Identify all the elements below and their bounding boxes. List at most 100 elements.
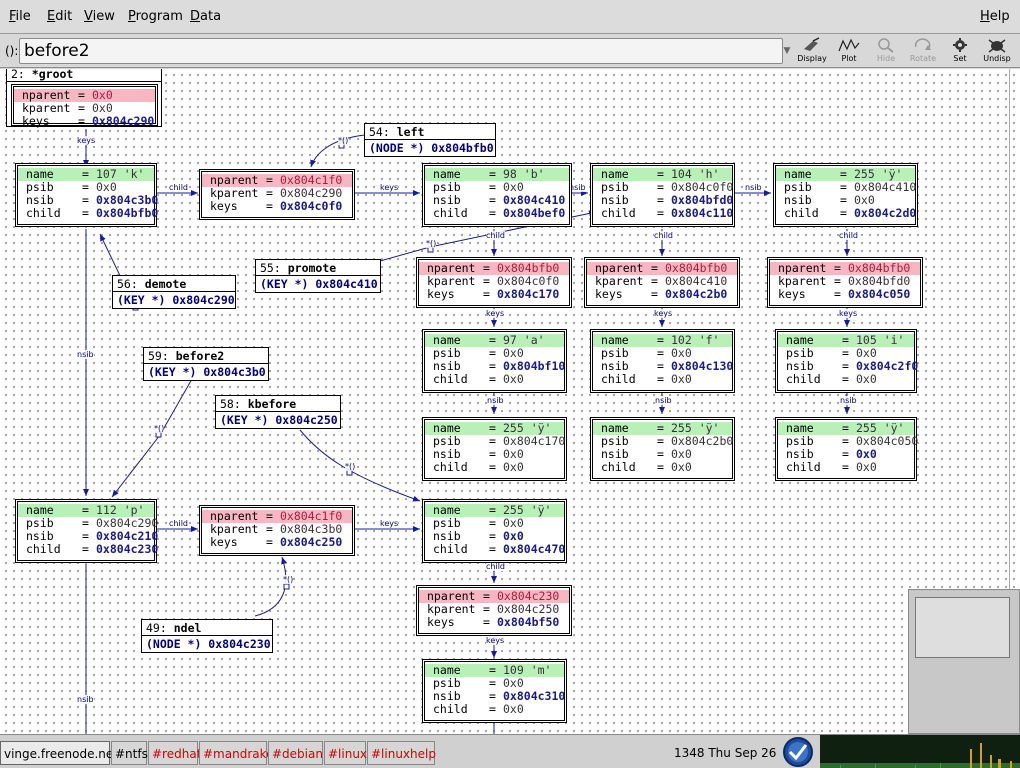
member-child[interactable]: child=0x0 bbox=[425, 461, 564, 474]
hide-button[interactable]: Hide bbox=[867, 36, 905, 66]
member-nparent[interactable]: nparent=0x0 bbox=[14, 89, 155, 102]
member-psib[interactable]: psib=0x804c290 bbox=[18, 517, 158, 530]
taskbar-channel-tab[interactable]: #mandrake bbox=[199, 741, 274, 765]
member-child[interactable]: child=0x0 bbox=[593, 373, 732, 386]
display-ndel[interactable]: 49: ndel (NODE *) 0x804c230 bbox=[141, 619, 273, 653]
member-name[interactable]: name=102 'f' bbox=[593, 334, 732, 347]
member-kparent[interactable]: kparent=0x804c290 bbox=[202, 187, 352, 200]
member-child[interactable]: child=0x804c470 bbox=[425, 543, 565, 556]
member-nparent[interactable]: nparent=0x804bfb0 bbox=[419, 262, 569, 275]
member-name[interactable]: name=255 'ÿ' bbox=[776, 168, 915, 181]
member-child[interactable]: child=0x0 bbox=[425, 373, 564, 386]
member-psib[interactable]: psib=0x804c050 bbox=[778, 435, 918, 448]
member-keys[interactable]: keys=0x804c170 bbox=[419, 288, 569, 301]
member-name[interactable]: name=105 'i' bbox=[778, 334, 914, 347]
member-psib[interactable]: psib=0x0 bbox=[425, 181, 569, 194]
menu-edit[interactable]: Edit bbox=[47, 9, 73, 24]
member-keys[interactable]: keys=0x804c0f0 bbox=[202, 200, 352, 213]
display-left[interactable]: 54: left (NODE *) 0x804bfb0 bbox=[364, 123, 496, 157]
taskbar-channel-tab[interactable]: #redhat bbox=[148, 741, 201, 765]
display-demote[interactable]: 56: demote (KEY *) 0x804c290 bbox=[112, 275, 236, 309]
taskbar-server-tab[interactable]: vinge.freenode.net bbox=[0, 741, 118, 765]
member-child[interactable]: child=0x804bef0 bbox=[425, 207, 569, 220]
checkmark-icon[interactable] bbox=[780, 736, 816, 768]
member-nsib[interactable]: nsib=0x0 bbox=[778, 448, 914, 461]
data-graph-canvas[interactable]: keys child keys nsib nsib child child ch… bbox=[0, 69, 1020, 734]
panner-viewport[interactable] bbox=[915, 597, 1010, 658]
member-name[interactable]: name=255 'ÿ' bbox=[425, 422, 564, 435]
member-child[interactable]: child=0x0 bbox=[593, 461, 732, 474]
taskbar-channel-tab[interactable]: #linuxhelp bbox=[367, 741, 436, 765]
member-nsib[interactable]: nsib=0x804bf10 bbox=[425, 360, 565, 373]
member-kparent[interactable]: kparent=0x804bfd0 bbox=[770, 275, 920, 288]
member-child[interactable]: child=0x804c230 bbox=[18, 543, 158, 556]
member-nsib[interactable]: nsib=0x804c410 bbox=[425, 194, 569, 207]
member-nparent[interactable]: nparent=0x804c230 bbox=[419, 590, 569, 603]
member-keys[interactable]: keys=0x804c2b0 bbox=[587, 288, 737, 301]
member-keys[interactable]: keys=0x804c250 bbox=[202, 536, 352, 549]
member-name[interactable]: name=255 'ÿ' bbox=[778, 422, 914, 435]
member-nsib[interactable]: nsib=0x804c3b0 bbox=[18, 194, 158, 207]
member-nparent[interactable]: nparent=0x804bfb0 bbox=[770, 262, 920, 275]
menu-view[interactable]: View bbox=[84, 9, 115, 24]
member-child[interactable]: child=0x804c2d0 bbox=[776, 207, 916, 220]
member-name[interactable]: name=98 'b' bbox=[425, 168, 569, 181]
member-name[interactable]: name=255 'ÿ' bbox=[593, 422, 732, 435]
member-kparent[interactable]: kparent=0x0 bbox=[14, 102, 155, 115]
member-name[interactable]: name=112 'p' bbox=[18, 504, 154, 517]
member-keys[interactable]: keys=0x804c290 bbox=[14, 115, 155, 128]
menu-file[interactable]: File bbox=[9, 9, 31, 24]
member-keys[interactable]: keys=0x804c050 bbox=[770, 288, 920, 301]
member-nsib[interactable]: nsib=0x804bfd0 bbox=[593, 194, 733, 207]
member-name[interactable]: name=255 'ÿ' bbox=[425, 504, 564, 517]
member-nparent[interactable]: nparent=0x804c1f0 bbox=[202, 510, 352, 523]
rotate-button[interactable]: Rotate bbox=[904, 36, 942, 66]
graph-panner[interactable] bbox=[908, 589, 1020, 734]
member-kparent[interactable]: kparent=0x804c0f0 bbox=[419, 275, 569, 288]
member-kparent[interactable]: kparent=0x804c250 bbox=[419, 603, 569, 616]
member-psib[interactable]: psib=0x0 bbox=[593, 347, 732, 360]
menu-help[interactable]: Help bbox=[980, 9, 1010, 24]
member-nsib[interactable]: nsib=0x0 bbox=[425, 530, 564, 543]
argument-input[interactable]: before2 bbox=[19, 38, 783, 64]
argument-history-dropdown[interactable]: ▼ bbox=[783, 46, 791, 56]
display-promote[interactable]: 55: promote (KEY *) 0x804c410 bbox=[255, 259, 381, 293]
member-child[interactable]: child=0x0 bbox=[778, 373, 914, 386]
member-psib[interactable]: psib=0x0 bbox=[425, 347, 564, 360]
display-button[interactable]: Display bbox=[793, 36, 831, 66]
member-psib[interactable]: psib=0x804c2b0 bbox=[593, 435, 733, 448]
member-nsib[interactable]: nsib=0x804c210 bbox=[18, 530, 158, 543]
member-psib[interactable]: psib=0x0 bbox=[18, 181, 154, 194]
member-nsib[interactable]: nsib=0x804c2f0 bbox=[778, 360, 918, 373]
display-before2[interactable]: 59: before2 (KEY *) 0x804c3b0 bbox=[143, 347, 269, 381]
member-child[interactable]: child=0x804bfb0 bbox=[18, 207, 158, 220]
member-psib[interactable]: psib=0x0 bbox=[778, 347, 914, 360]
member-child[interactable]: child=0x0 bbox=[425, 703, 564, 716]
member-nsib[interactable]: nsib=0x804c310 bbox=[425, 690, 565, 703]
member-psib[interactable]: psib=0x804c410 bbox=[776, 181, 916, 194]
menu-program[interactable]: Program bbox=[128, 9, 183, 24]
undisp-button[interactable]: Undisp bbox=[978, 36, 1016, 66]
menu-data[interactable]: Data bbox=[190, 9, 222, 24]
member-nsib[interactable]: nsib=0x0 bbox=[776, 194, 915, 207]
member-kparent[interactable]: kparent=0x804c3b0 bbox=[202, 523, 352, 536]
member-name[interactable]: name=104 'h' bbox=[593, 168, 732, 181]
set-button[interactable]: Set bbox=[941, 36, 979, 66]
